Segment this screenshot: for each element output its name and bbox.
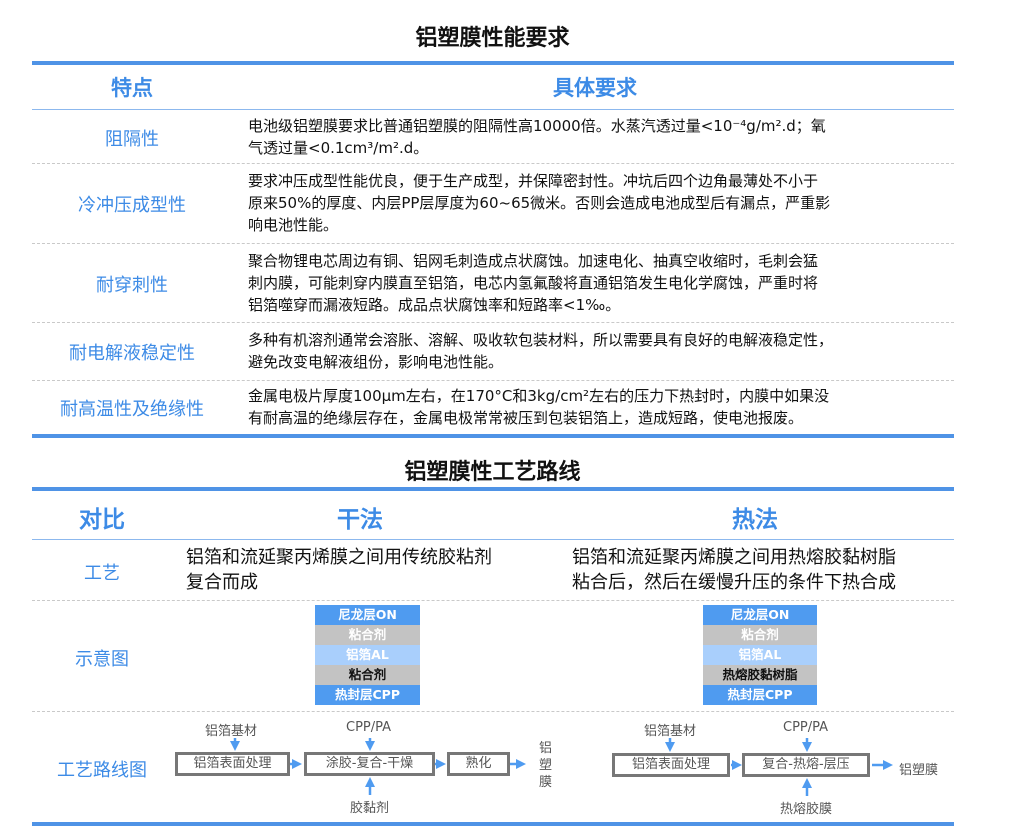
hot-step-laminate: 复合-热熔-层压 — [742, 753, 870, 777]
table1-title: 铝塑膜性能要求 — [415, 26, 570, 51]
row-label-process: 工艺 — [84, 563, 120, 584]
layer: 粘合剂 — [315, 625, 420, 645]
requirement-text: 避免改变电解液组份，影响电池性能。 — [248, 353, 504, 371]
requirement-text: 铝箔噬穿而漏液短路。成品点状腐蚀率和短路率<1‰。 — [248, 295, 621, 314]
hot-process-line2: 粘合后，然后在缓慢升压的条件下热合成 — [572, 572, 896, 593]
dry-input-adhesive: 胶黏剂 — [350, 801, 390, 816]
header-feature: 特点 — [111, 76, 153, 100]
divider — [32, 322, 954, 323]
dry-step-surface-treatment: 铝箔表面处理 — [175, 752, 290, 776]
header-hot: 热法 — [732, 507, 778, 533]
divider — [32, 822, 954, 826]
requirement-text: 聚合物锂电芯周边有铜、铝网毛刺造成点状腐蚀。加速电化、抽真空收缩时，毛刺会猛 — [248, 251, 819, 270]
requirement-text: 电池级铝塑膜要求比普通铝塑膜的阻隔性高10000倍。水蒸汽透过量<10⁻⁴g/m… — [248, 116, 826, 135]
layer: 热熔胶黏树脂 — [703, 665, 817, 685]
layer: 尼龙层ON — [315, 605, 420, 625]
hot-process-line1: 铝箔和流延聚丙烯膜之间用热熔胶黏树脂 — [572, 547, 896, 568]
divider — [32, 380, 954, 381]
requirement-text: 要求冲压成型性能优良，便于生产成型，并保障密封性。冲坑后四个边角最薄处不小于 — [248, 172, 819, 190]
layer: 铝箔AL — [315, 645, 420, 665]
hot-output: 铝塑膜 — [899, 763, 939, 778]
hot-input-cpp: CPP/PA — [783, 720, 829, 735]
divider — [32, 243, 954, 244]
divider — [32, 539, 954, 540]
row-label-route: 工艺路线图 — [57, 760, 147, 781]
dry-process-line2: 复合而成 — [186, 572, 258, 593]
divider — [32, 434, 954, 438]
divider — [32, 600, 954, 601]
requirement-text: 金属电极片厚度100μm左右，在170°C和3kg/cm²左右的压力下热封时，内… — [248, 387, 830, 405]
requirement-text: 原来50%的厚度、内层PP层厚度为60~65微米。否则会造成电池成型后有漏点，严… — [248, 194, 831, 212]
dry-step-coat-laminate-dry: 涂胶-复合-干燥 — [304, 752, 435, 776]
layer: 铝箔AL — [703, 645, 817, 665]
requirement-text: 多种有机溶剂通常会溶胀、溶解、吸收软包装材料，所以需要具有良好的电解液稳定性， — [248, 331, 834, 349]
feature-label: 耐穿刺性 — [96, 274, 168, 296]
dry-process-line1: 铝箔和流延聚丙烯膜之间用传统胶粘剂 — [186, 547, 492, 568]
requirement-text: 有耐高温的绝缘层存在，金属电极常常被压到包装铝箔上，造成短路，使电池报废。 — [248, 409, 804, 427]
feature-label: 阻隔性 — [105, 128, 159, 150]
hot-input-film: 热熔胶膜 — [780, 802, 833, 817]
divider — [32, 61, 954, 65]
requirement-text: 气透过量<0.1cm³/m².d。 — [248, 138, 429, 157]
requirement-text: 响电池性能。 — [248, 216, 339, 234]
divider — [32, 487, 954, 491]
divider — [32, 163, 954, 164]
layer: 粘合剂 — [315, 665, 420, 685]
hot-input-foil: 铝箔基材 — [644, 724, 697, 739]
requirement-text: 刺内膜，可能刺穿内膜直至铝箔，电芯内氢氟酸将直通铝箔发生电化学腐蚀，严重时将 — [248, 273, 819, 292]
dry-step-curing: 熟化 — [447, 752, 510, 776]
header-compare: 对比 — [79, 507, 125, 533]
layer: 热封层CPP — [315, 685, 420, 705]
feature-label: 耐电解液稳定性 — [69, 343, 195, 364]
layer: 尼龙层ON — [703, 605, 817, 625]
dry-input-foil: 铝箔基材 — [205, 724, 258, 739]
header-dry: 干法 — [337, 507, 383, 533]
divider — [32, 109, 954, 110]
table2-title: 铝塑膜性工艺路线 — [404, 460, 581, 485]
dry-output: 铝塑膜 — [539, 741, 553, 790]
row-label-diagram: 示意图 — [75, 649, 129, 670]
layer: 粘合剂 — [703, 625, 817, 645]
hot-step-surface-treatment: 铝箔表面处理 — [612, 753, 730, 777]
feature-label: 耐高温性及绝缘性 — [60, 399, 204, 420]
header-requirement: 具体要求 — [553, 76, 637, 100]
layer: 热封层CPP — [703, 685, 817, 705]
feature-label: 冷冲压成型性 — [78, 195, 186, 216]
divider — [32, 711, 954, 712]
dry-input-cpp: CPP/PA — [346, 720, 392, 735]
